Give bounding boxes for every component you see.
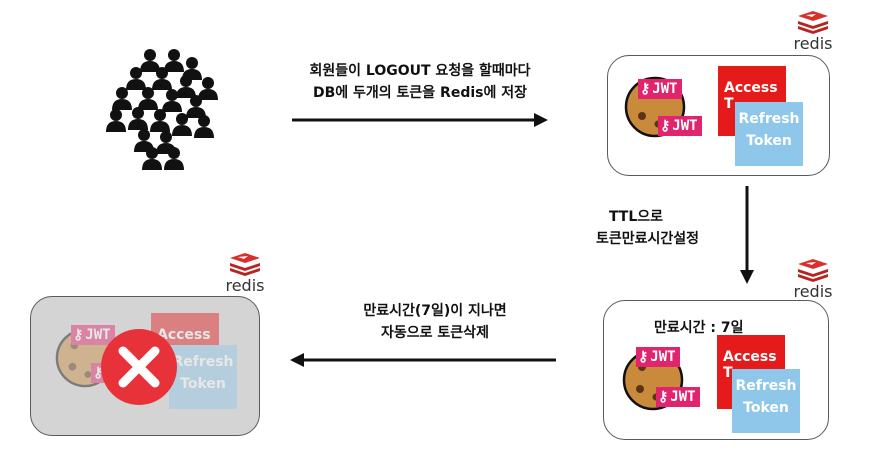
jwt-label: JWT — [652, 81, 678, 97]
delete-x-icon — [101, 329, 177, 405]
caption-ttl-line1: TTL으로 — [608, 209, 664, 225]
redis-cube-icon — [230, 253, 260, 276]
key-icon: ⚷ — [660, 118, 671, 134]
refresh-token-card: Refresh Token — [735, 102, 803, 166]
redis-store-box: Access T Refresh Token ⚷JWT ⚷JWT — [607, 55, 830, 176]
access-token-label: Access — [723, 349, 777, 365]
refresh-token-label: Refresh — [735, 378, 797, 394]
jwt-badge: ⚷JWT — [656, 387, 700, 407]
refresh-token-card: Refresh Token — [732, 369, 800, 433]
caption-save-line1: 회원들이 LOGOUT 요청을 할때마다 — [309, 63, 531, 79]
redis-label: redis — [793, 282, 833, 301]
access-token-label-sub: T — [724, 96, 734, 112]
redis-cube-icon — [798, 11, 828, 34]
caption-ttl-line2: 토큰만료시간설정 — [596, 231, 700, 247]
redis-label: redis — [225, 276, 265, 295]
jwt-badge: ⚷JWT — [71, 325, 115, 345]
caption-save-to-redis: 회원들이 LOGOUT 요청을 할때마다 DB에 두개의 토큰을 Redis에 … — [290, 60, 550, 104]
jwt-label: JWT — [672, 118, 698, 134]
jwt-badge: ⚷JWT — [638, 79, 682, 99]
redis-ttl-box: 만료시간 : 7일 Access T Refresh Token ⚷JWT ⚷J… — [603, 300, 829, 440]
access-token-label: Access — [157, 327, 211, 343]
refresh-token-card: Refresh Token — [169, 345, 237, 409]
redis-logo-top-right: redis — [790, 10, 836, 52]
access-token-label: Access — [724, 80, 778, 96]
key-icon: ⚷ — [640, 81, 651, 97]
caption-save-line2: DB에 두개의 토큰을 Redis에 저장 — [312, 85, 528, 101]
key-icon: ⚷ — [73, 327, 84, 343]
users-group-icon — [106, 49, 218, 170]
jwt-badge: ⚷JWT — [636, 347, 680, 367]
arrow-to-redis — [292, 113, 548, 127]
caption-delete-line1: 만료시간(7일)이 지나면 — [363, 303, 507, 319]
refresh-token-label-2: Token — [180, 376, 226, 392]
jwt-label: JWT — [650, 349, 676, 365]
expiry-title: 만료시간 : 7일 — [654, 320, 744, 336]
refresh-token-label: Refresh — [172, 354, 234, 370]
redis-cube-icon — [798, 259, 828, 282]
deleted-tokens-box: Access Refresh Token ⚷JWT ⚷JWT — [30, 296, 260, 436]
redis-label: redis — [793, 34, 833, 53]
refresh-token-label: Refresh — [738, 111, 800, 127]
jwt-badge: ⚷JWT — [658, 116, 702, 136]
refresh-token-label-2: Token — [743, 400, 789, 416]
jwt-label: JWT — [85, 327, 111, 343]
key-icon: ⚷ — [658, 389, 669, 405]
jwt-label: JWT — [670, 389, 696, 405]
caption-auto-delete: 만료시간(7일)이 지나면 자동으로 토큰삭제 — [330, 300, 540, 344]
arrow-down — [740, 186, 754, 284]
access-token-label-sub: T — [723, 365, 733, 381]
arrow-to-deleted — [290, 353, 556, 367]
refresh-token-label-2: Token — [746, 133, 792, 149]
caption-delete-line2: 자동으로 토큰삭제 — [381, 325, 489, 341]
redis-logo-bottom-right: redis — [790, 258, 836, 300]
key-icon: ⚷ — [93, 365, 104, 381]
cookie-icon — [55, 328, 115, 388]
redis-logo-bottom-left: redis — [222, 252, 268, 294]
key-icon: ⚷ — [638, 349, 649, 365]
caption-ttl: TTL으로 토큰만료시간설정 — [596, 206, 706, 250]
